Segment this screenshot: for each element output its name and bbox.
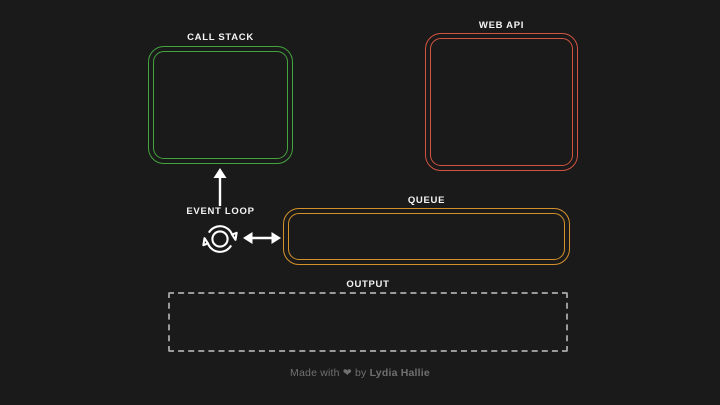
- call-stack-label: CALL STACK: [187, 32, 254, 43]
- arrow-left-right-icon: [243, 232, 281, 244]
- web-api-label: WEB API: [478, 20, 525, 31]
- call-stack-box-inner: [153, 51, 288, 159]
- event-loop-sync-icon: [202, 225, 238, 253]
- web-api-box: [425, 33, 578, 171]
- heart-icon: ❤: [342, 367, 352, 379]
- call-stack-box: [148, 46, 293, 164]
- output-label: OUTPUT: [346, 279, 390, 290]
- footer-author: Lydia Hallie: [369, 367, 430, 379]
- event-loop-label: EVENT LOOP: [186, 206, 255, 217]
- footer-made-with: Made with: [290, 367, 340, 379]
- arrow-up-icon: [213, 168, 227, 206]
- footer-by: by: [354, 367, 367, 379]
- output-box: [168, 292, 568, 352]
- web-api-box-inner: [430, 38, 573, 166]
- queue-box-inner: [288, 213, 565, 260]
- queue-label: QUEUE: [407, 195, 446, 206]
- queue-box: [283, 208, 570, 265]
- footer-credit: Made with ❤ by Lydia Hallie: [0, 367, 720, 379]
